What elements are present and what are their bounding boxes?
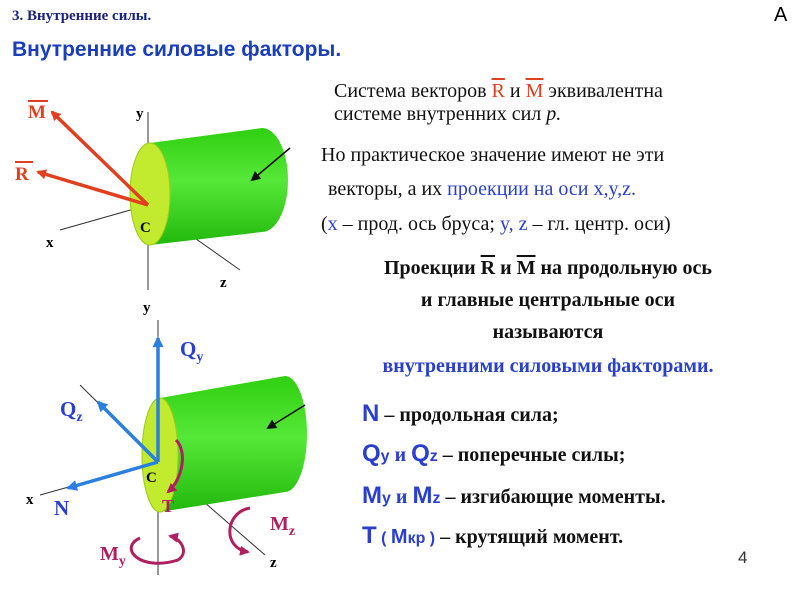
label-n: N	[54, 496, 69, 520]
label-qy: Qy	[180, 337, 203, 365]
label-r: R	[15, 164, 29, 185]
pointer-arrow-2	[266, 404, 306, 430]
slide-title: Внутренние силовые факторы.	[12, 38, 342, 61]
text-line-6: Проекции R и M на продольную ось	[383, 257, 713, 279]
pointer-arrow	[250, 147, 291, 182]
torque-t-arc	[166, 438, 184, 494]
text-line-5: (x – прод. ось бруса; y, z – гл. центр. …	[321, 213, 671, 235]
figure-factors: Qy Qz N T Mz My y x z C	[26, 300, 307, 575]
page-number: 4	[738, 548, 748, 567]
text-line-8: называются	[492, 321, 604, 343]
label-x-2: x	[26, 492, 34, 508]
def-n: N – продольная сила;	[362, 400, 559, 427]
moment-mz-arc	[228, 506, 251, 556]
section-heading: 3. Внутренние силы.	[12, 8, 152, 24]
def-q: Qy и Qz – поперечные силы;	[362, 440, 626, 467]
def-t: T ( Mкр ) – крутящий момент.	[362, 522, 624, 549]
label-mz: Mz	[270, 513, 295, 539]
label-c: C	[140, 220, 151, 236]
vector-r-arrow	[36, 169, 149, 207]
text-line-9: внутренними силовыми факторами.	[382, 355, 714, 377]
def-m: My и Mz – изгибающие моменты.	[362, 482, 666, 509]
n-arrow	[66, 460, 159, 491]
vector-m-arrow	[50, 110, 150, 207]
qz-arrow	[96, 400, 160, 464]
text-line-3: Но практическое значение имеют не эти	[321, 144, 665, 166]
text-line-1: Система векторов R и M эквивалентна	[334, 80, 663, 102]
cylinder-body	[150, 128, 288, 245]
moment-my-arc	[129, 532, 185, 565]
cylinder-face	[129, 142, 171, 246]
corner-letter: А	[774, 4, 788, 26]
label-z-2: z	[270, 555, 277, 571]
text-line-2: системе внутренних сил p.	[334, 103, 562, 125]
label-x: x	[46, 235, 54, 251]
label-y-2: y	[143, 300, 151, 316]
label-qz: Qz	[60, 397, 83, 425]
text-line-7: и главные центральные оси	[420, 289, 676, 311]
label-c-2: C	[146, 470, 157, 486]
label-t: T	[162, 496, 174, 516]
label-y: y	[136, 106, 144, 122]
figure-vectors: M R y x z C	[15, 100, 291, 291]
cylinder-body-2	[160, 376, 307, 512]
text-line-4: векторы, а их проекции на оси x,y,z.	[328, 178, 637, 200]
label-z: z	[220, 275, 227, 291]
cylinder-face-2	[141, 397, 179, 513]
label-m: M	[28, 102, 46, 123]
label-my: My	[100, 543, 126, 569]
